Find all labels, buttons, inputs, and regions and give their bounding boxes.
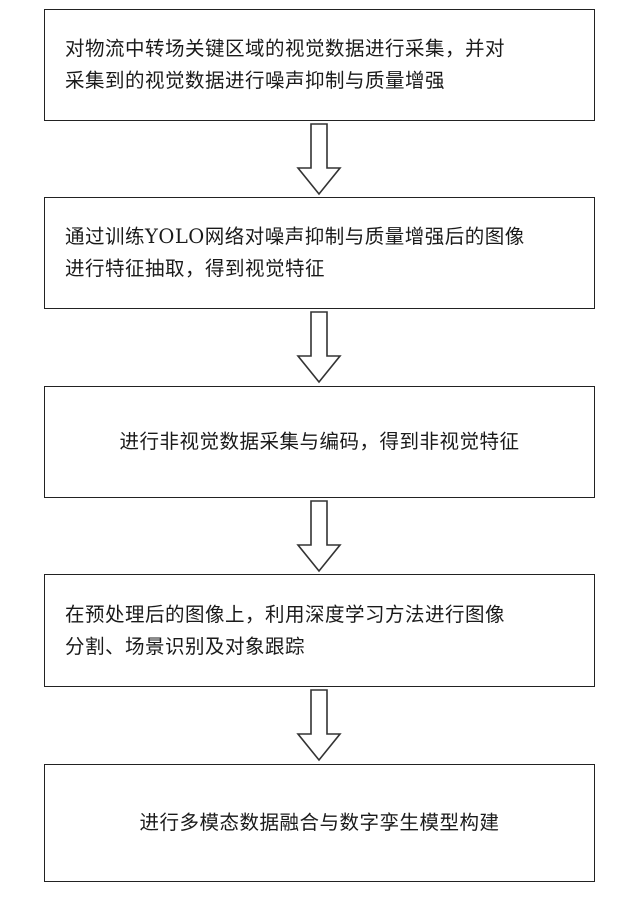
step-3-text: 进行非视觉数据采集与编码，得到非视觉特征 (45, 426, 594, 458)
step-5-box: 进行多模态数据融合与数字孪生模型构建 (44, 764, 595, 882)
arrow-down-icon (298, 312, 340, 382)
arrow-down-icon (298, 124, 340, 194)
step-4-text: 在预处理后的图像上，利用深度学习方法进行图像 分割、场景识别及对象跟踪 (45, 599, 594, 663)
step-1-box: 对物流中转场关键区域的视觉数据进行采集，并对 采集到的视觉数据进行噪声抑制与质量… (44, 9, 595, 121)
arrow-2 (296, 312, 342, 384)
step-2-line-1: 通过训练YOLO网络对噪声抑制与质量增强后的图像 (65, 221, 574, 253)
arrow-3 (296, 501, 342, 573)
step-4-line-1: 在预处理后的图像上，利用深度学习方法进行图像 (65, 599, 574, 631)
step-1-line-1: 对物流中转场关键区域的视觉数据进行采集，并对 (65, 33, 574, 65)
arrow-1 (296, 124, 342, 196)
arrow-4 (296, 690, 342, 762)
step-2-text: 通过训练YOLO网络对噪声抑制与质量增强后的图像 进行特征抽取，得到视觉特征 (45, 221, 594, 285)
arrow-down-icon (298, 501, 340, 571)
step-4-line-2: 分割、场景识别及对象跟踪 (65, 631, 574, 663)
step-1-text: 对物流中转场关键区域的视觉数据进行采集，并对 采集到的视觉数据进行噪声抑制与质量… (45, 33, 594, 97)
step-3-line-1: 进行非视觉数据采集与编码，得到非视觉特征 (65, 426, 574, 458)
step-4-box: 在预处理后的图像上，利用深度学习方法进行图像 分割、场景识别及对象跟踪 (44, 574, 595, 687)
step-2-line-2: 进行特征抽取，得到视觉特征 (65, 253, 574, 285)
step-2-box: 通过训练YOLO网络对噪声抑制与质量增强后的图像 进行特征抽取，得到视觉特征 (44, 197, 595, 309)
step-1-line-2: 采集到的视觉数据进行噪声抑制与质量增强 (65, 65, 574, 97)
step-5-line-1: 进行多模态数据融合与数字孪生模型构建 (65, 807, 574, 839)
step-3-box: 进行非视觉数据采集与编码，得到非视觉特征 (44, 386, 595, 498)
arrow-down-icon (298, 690, 340, 760)
step-5-text: 进行多模态数据融合与数字孪生模型构建 (45, 807, 594, 839)
